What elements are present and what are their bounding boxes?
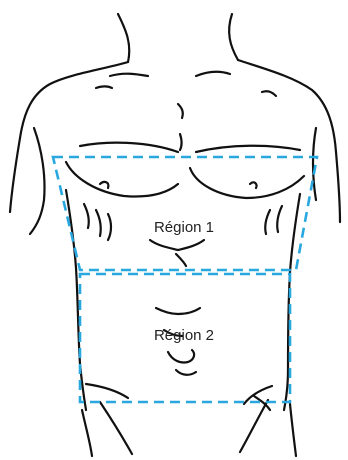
right-serratus-2 (277, 206, 282, 232)
left-collar-mark (96, 87, 112, 89)
neck-right-line (229, 14, 238, 60)
abs-center-mark (176, 254, 186, 266)
right-nipple (250, 182, 257, 188)
left-shoulder-line (10, 62, 128, 212)
abs-line-2 (156, 308, 200, 314)
right-serratus-1 (265, 210, 270, 234)
navel (168, 350, 196, 375)
right-leg-edge (290, 404, 296, 456)
left-nipple (100, 182, 108, 188)
neck-left-line (118, 14, 129, 62)
sternum-mark-1 (178, 104, 183, 118)
abs-line-1 (150, 240, 204, 250)
sternum-mark-2 (180, 134, 182, 150)
right-flank (284, 194, 300, 410)
right-pectoral (190, 168, 304, 198)
right-clavicle (196, 72, 230, 76)
region-1-border (53, 157, 317, 270)
left-serratus-1 (84, 204, 89, 228)
left-arm-line (30, 128, 45, 234)
left-serratus-3 (108, 214, 111, 240)
left-groin-line (100, 402, 132, 454)
left-serratus-2 (96, 210, 101, 236)
right-groin-line (240, 400, 268, 452)
right-arm-line (313, 128, 316, 200)
left-hip-line (86, 384, 128, 398)
right-pectoral-top (196, 146, 300, 152)
left-clavicle (110, 74, 148, 76)
right-collar-mark (262, 91, 276, 96)
region-1-label: Région 1 (154, 219, 214, 236)
left-pectoral-top (80, 143, 178, 152)
region-2-label: Région 2 (154, 327, 214, 344)
left-leg-edge (82, 410, 92, 456)
left-pectoral (66, 162, 178, 197)
